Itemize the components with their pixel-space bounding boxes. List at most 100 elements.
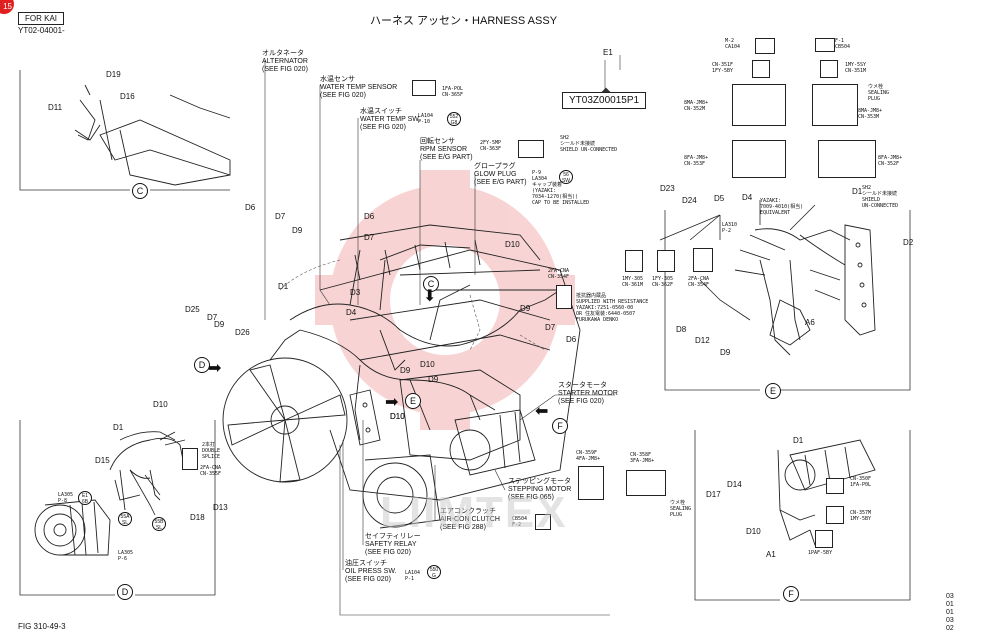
wire-code-55a: 55A SL	[118, 512, 132, 526]
conn-cb504-box	[535, 514, 551, 530]
conn-cn352f-box	[818, 140, 876, 178]
conn-cn352m: 8MA-JM8+ CN-352M	[684, 100, 709, 112]
part-d9-b: D9	[214, 320, 225, 329]
watermark-logo	[315, 170, 575, 430]
conn-cn353m: 8MA-JM8+ CN-353M	[858, 108, 883, 120]
part-d1-a: D1	[278, 282, 289, 291]
part-d12: D12	[695, 336, 710, 345]
part-a6: A6	[805, 318, 815, 327]
part-d9-c: D9	[520, 304, 531, 313]
conn-rpm-box	[518, 140, 544, 158]
conn-f1-cb504: F-1 CB504	[835, 38, 851, 50]
part-d9-f: D9	[720, 348, 731, 357]
part-d6-b: D6	[364, 212, 375, 221]
part-d23: D23	[660, 184, 675, 193]
conn-cn362f-box	[657, 250, 675, 272]
part-d14: D14	[727, 480, 742, 489]
part-d18: D18	[190, 513, 205, 522]
conn-cn354f: 2FA-CNA CN-354F	[548, 268, 570, 280]
conn-cn354f-box	[556, 285, 572, 309]
part-d11: D11	[48, 103, 63, 112]
conn-cn353f-box	[732, 140, 786, 178]
conn-cn352m-box	[732, 84, 786, 126]
conn-cn362f: 1FY-305 CN-362F	[652, 276, 674, 288]
note-sh2-a: SH2 シールド未接続 SHIELD UN-CONNECTED	[560, 135, 618, 153]
conn-cn355f-box	[182, 448, 198, 470]
part-d6-a: D6	[245, 203, 256, 212]
part-d4-b: D4	[742, 193, 753, 202]
conn-cn354f-b-box	[693, 248, 713, 272]
view-label-f-main: F	[552, 418, 568, 434]
part-d1-d: D1	[793, 436, 804, 445]
part-d16: D16	[120, 92, 135, 101]
conn-cn351f: CN-351F 1FY-5BY	[712, 62, 734, 74]
conn-cn359f: CN-359F 4FA-JM8+	[576, 450, 601, 462]
note-splice: 2本打 DOUBLE SPLICE	[202, 442, 221, 460]
conn-cn359f-box	[578, 466, 604, 500]
conn-cn358f-box	[626, 470, 666, 496]
conn-la310: LA310 P-2	[722, 222, 738, 234]
conn-cn357m-box	[826, 506, 844, 524]
part-d4-a: D4	[346, 308, 357, 317]
conn-cn354f-b: 2FA-CNA CN-354F	[688, 276, 710, 288]
conn-paf-box	[815, 530, 833, 548]
conn-la305-a: LA305 P-8	[58, 492, 74, 504]
part-d17: D17	[706, 490, 721, 499]
part-d10-b: D10	[420, 360, 435, 369]
part-a1: A1	[766, 550, 776, 559]
conn-cn351m-box	[820, 60, 838, 78]
conn-cb504-f2: CB504 F-2	[512, 516, 528, 528]
part-d26: D26	[235, 328, 250, 337]
part-d10-f: D10	[390, 412, 405, 421]
part-d3: D3	[350, 288, 361, 297]
conn-fa-pol: 1FA-POL CN-365F	[442, 86, 464, 98]
part-d9-a: D9	[292, 226, 303, 235]
part-d25: D25	[185, 305, 200, 314]
part-d10-a: D10	[505, 240, 520, 249]
part-d24: D24	[682, 196, 697, 205]
note-glow: P-9 LA304 キャップ装着 (YAZAKI: 7034-1270(相当))…	[532, 170, 590, 206]
conn-cn353m-box	[812, 84, 858, 126]
conn-cn351m: 1MY-5SY CN-351M	[845, 62, 867, 74]
doc-code: YT02-04001-	[18, 26, 65, 35]
view-label-f-frame: F	[783, 586, 799, 602]
arrow-f-icon: ⬅	[535, 403, 549, 420]
conn-m2-box	[755, 38, 775, 54]
wire-code-e1: E1 6B	[78, 491, 92, 505]
part-d1-c: D1	[113, 423, 124, 432]
wire-code-55b: 55B SL	[152, 517, 166, 531]
part-d13: D13	[213, 503, 228, 512]
arrow-c-icon: ⬇	[423, 288, 437, 305]
conn-cn351f-box	[752, 60, 770, 78]
conn-cn355f: 2FA-CNA CN-355F	[200, 465, 222, 477]
conn-cn350f-box	[826, 478, 844, 494]
part-d10-c: D10	[390, 412, 405, 421]
arrow-d-icon: ➡	[208, 360, 222, 377]
fig-number: FIG 310-49-3	[18, 622, 66, 631]
part-ref: E1	[603, 48, 613, 57]
part-d1-b: D1	[852, 187, 863, 196]
conn-m2-ca104: M-2 CA104	[725, 38, 741, 50]
view-label-d-frame: D	[117, 584, 133, 600]
conn-la104-p10	[412, 80, 436, 96]
for-kai-text: FOR KAI	[25, 14, 58, 23]
arrow-e-icon: ➡	[385, 394, 399, 411]
part-d9-d: D9	[400, 366, 411, 375]
part-d9-e: D9	[428, 375, 439, 384]
part-d7-b: D7	[364, 233, 375, 242]
watermark-text: LIIMTEX	[380, 488, 568, 537]
conn-cn357m: CN-357M 1MY-5BY	[850, 510, 872, 522]
view-label-d-main: D	[194, 357, 210, 373]
wire-code-552: 552 G8	[447, 112, 461, 126]
part-d19: D19	[106, 70, 121, 79]
note-resistor: 抵抗器内蔵品 SUPPLIED WITH RESISTANCE YAZAKI:7…	[576, 293, 649, 323]
part-d5: D5	[714, 194, 725, 203]
